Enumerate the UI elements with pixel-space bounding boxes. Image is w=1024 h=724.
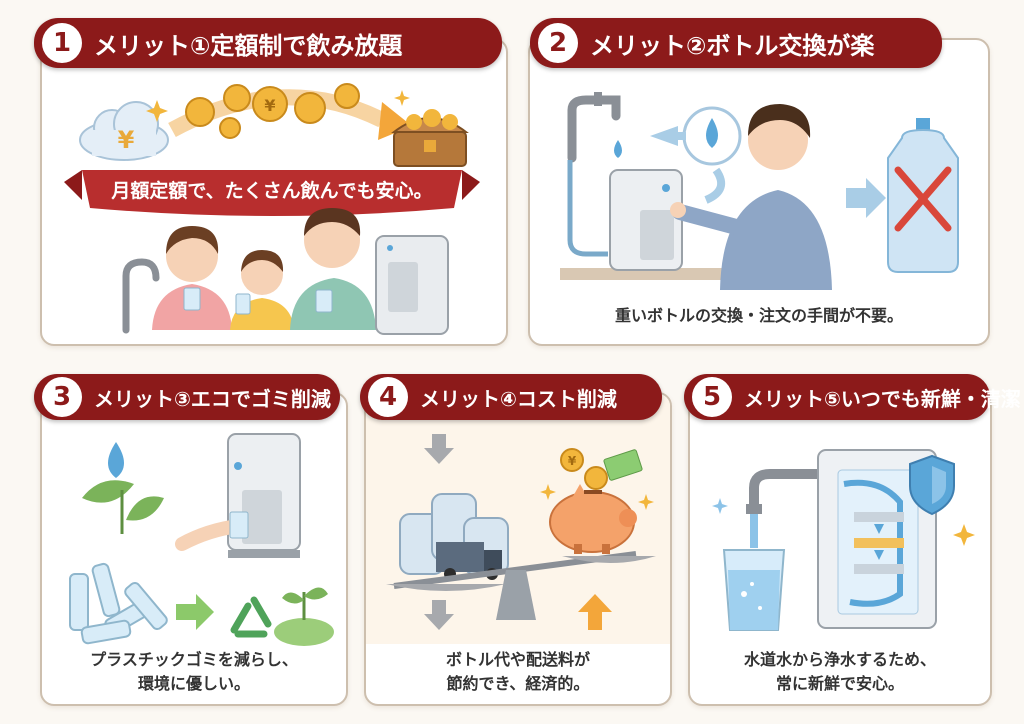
panel-2-title: メリット②ボトル交換が楽: [590, 31, 875, 60]
right-arrow-icon: [846, 178, 886, 218]
panel-2-card: 重いボトルの交換・注文の手間が不要。: [528, 38, 990, 346]
water-drop-icon: [108, 442, 124, 478]
prohibited-x-icon: [894, 166, 952, 232]
banner-ribbon: [82, 170, 462, 216]
cloud-yen-symbol: ¥: [118, 126, 135, 154]
panel-5-caption-line2: 常に新鮮で安心。: [775, 674, 904, 693]
panel-5-card: 水道水から浄水するため、 常に新鮮で安心。: [688, 392, 992, 706]
panel-1-title: メリット①定額制で飲み放題: [94, 31, 403, 60]
father-figure: [290, 208, 376, 330]
piggy-bank-icon: [549, 484, 637, 554]
sprout-icon: [274, 587, 334, 646]
right-arrow-icon: [176, 594, 214, 630]
plastic-bottles-icon: [69, 562, 168, 645]
leaf-icon: [82, 480, 164, 534]
water-stream: [750, 514, 758, 548]
panel-3-number: 3: [42, 377, 82, 417]
mother-figure: [152, 226, 232, 330]
faucet-icon: [122, 258, 160, 334]
up-arrow-icon: [578, 594, 612, 630]
panel-1-card: ¥ ¥ 月額定額で、たくさん飲んでも安心。: [40, 38, 508, 346]
panel-2-illustration: [560, 92, 959, 290]
water-dispenser-icon: [609, 169, 683, 271]
down-arrow-icon-2: [424, 600, 454, 630]
panel-5-illustration: [712, 449, 975, 631]
panel-4-title: メリット④コスト削減: [420, 386, 617, 411]
drop-circle-icon: [682, 106, 742, 166]
coin-icons: [560, 448, 608, 490]
panel-1-illustration: ¥ ¥ 月額定額で、たくさん飲んでも安心。: [64, 83, 480, 335]
panel-3-title: メリット③エコでゴミ削減: [94, 386, 331, 411]
down-arrow-icon: [424, 434, 454, 464]
hand-with-cup-icon: [175, 511, 249, 551]
panel-4-caption-line1: ボトル代や配送料が: [445, 650, 590, 669]
cloud-icon: [79, 101, 169, 161]
water-dispenser-icon: [375, 235, 449, 335]
panel-3-header: 3 メリット③エコでゴミ削減: [34, 374, 340, 420]
panel-3-caption-line1: プラスチックゴミを減らし、: [90, 650, 298, 669]
balance-scale-icon: [386, 551, 656, 620]
curved-arrow-icon: [704, 167, 726, 204]
sparkle-icons: [146, 90, 410, 122]
panel-1-number: 1: [42, 23, 82, 63]
panel-1-header: 1 メリット①定額制で飲み放題: [34, 18, 502, 68]
panel-5-caption-line1: 水道水から浄水するため、: [743, 650, 936, 669]
recycle-icon: [230, 596, 272, 638]
coin-yen-symbol: ¥: [568, 454, 577, 468]
panel-3-caption-line2: 環境に優しい。: [137, 674, 250, 693]
delivery-truck-icon: [436, 542, 502, 580]
water-glass-icon: [722, 549, 786, 631]
panel-2-caption: 重いボトルの交換・注文の手間が不要。: [614, 306, 903, 325]
water-purifier-icon: [817, 449, 937, 629]
panel-3-card: プラスチックゴミを減らし、 環境に優しい。: [40, 392, 348, 706]
water-dispenser-icon: [227, 433, 301, 558]
treasure-chest-icon: [391, 109, 469, 167]
banner-text: 月額定額で、たくさん飲んでも安心。: [110, 179, 432, 202]
banknote-icon: [603, 449, 643, 481]
panel-4-illustration: ¥: [366, 394, 670, 644]
panel-3-illustration: [69, 433, 334, 646]
faucet-icon: [746, 469, 835, 514]
coin-yen-symbol: ¥: [264, 96, 275, 115]
panel-4-caption-line2: 節約でき、経済的。: [446, 674, 590, 693]
coin-icons: [185, 83, 360, 139]
shield-icon: [909, 454, 955, 516]
man-figure: [670, 104, 832, 290]
panel-4-header: 4 メリット④コスト削減: [360, 374, 662, 420]
panel-5-header: 5 メリット⑤いつでも新鮮・清潔: [684, 374, 1021, 420]
panel-2-header: 2 メリット②ボトル交換が楽: [530, 18, 942, 68]
left-arrow-icon: [650, 126, 686, 146]
child-figure: [230, 250, 294, 330]
panel-4-number: 4: [368, 377, 408, 417]
faucet-icon: [567, 92, 621, 257]
panel-4-card: ¥ ボトル代や配送料が 節約でき、経済的。: [364, 392, 672, 706]
panel-5-number: 5: [692, 377, 732, 417]
water-drop-icon: [614, 140, 622, 158]
panel-5-title: メリット⑤いつでも新鮮・清潔: [744, 386, 1021, 411]
sparkle-icons: [540, 484, 654, 510]
sparkle-icons: [712, 498, 975, 546]
money-flow-arrowhead: [378, 102, 412, 140]
panel-2-number: 2: [538, 23, 578, 63]
